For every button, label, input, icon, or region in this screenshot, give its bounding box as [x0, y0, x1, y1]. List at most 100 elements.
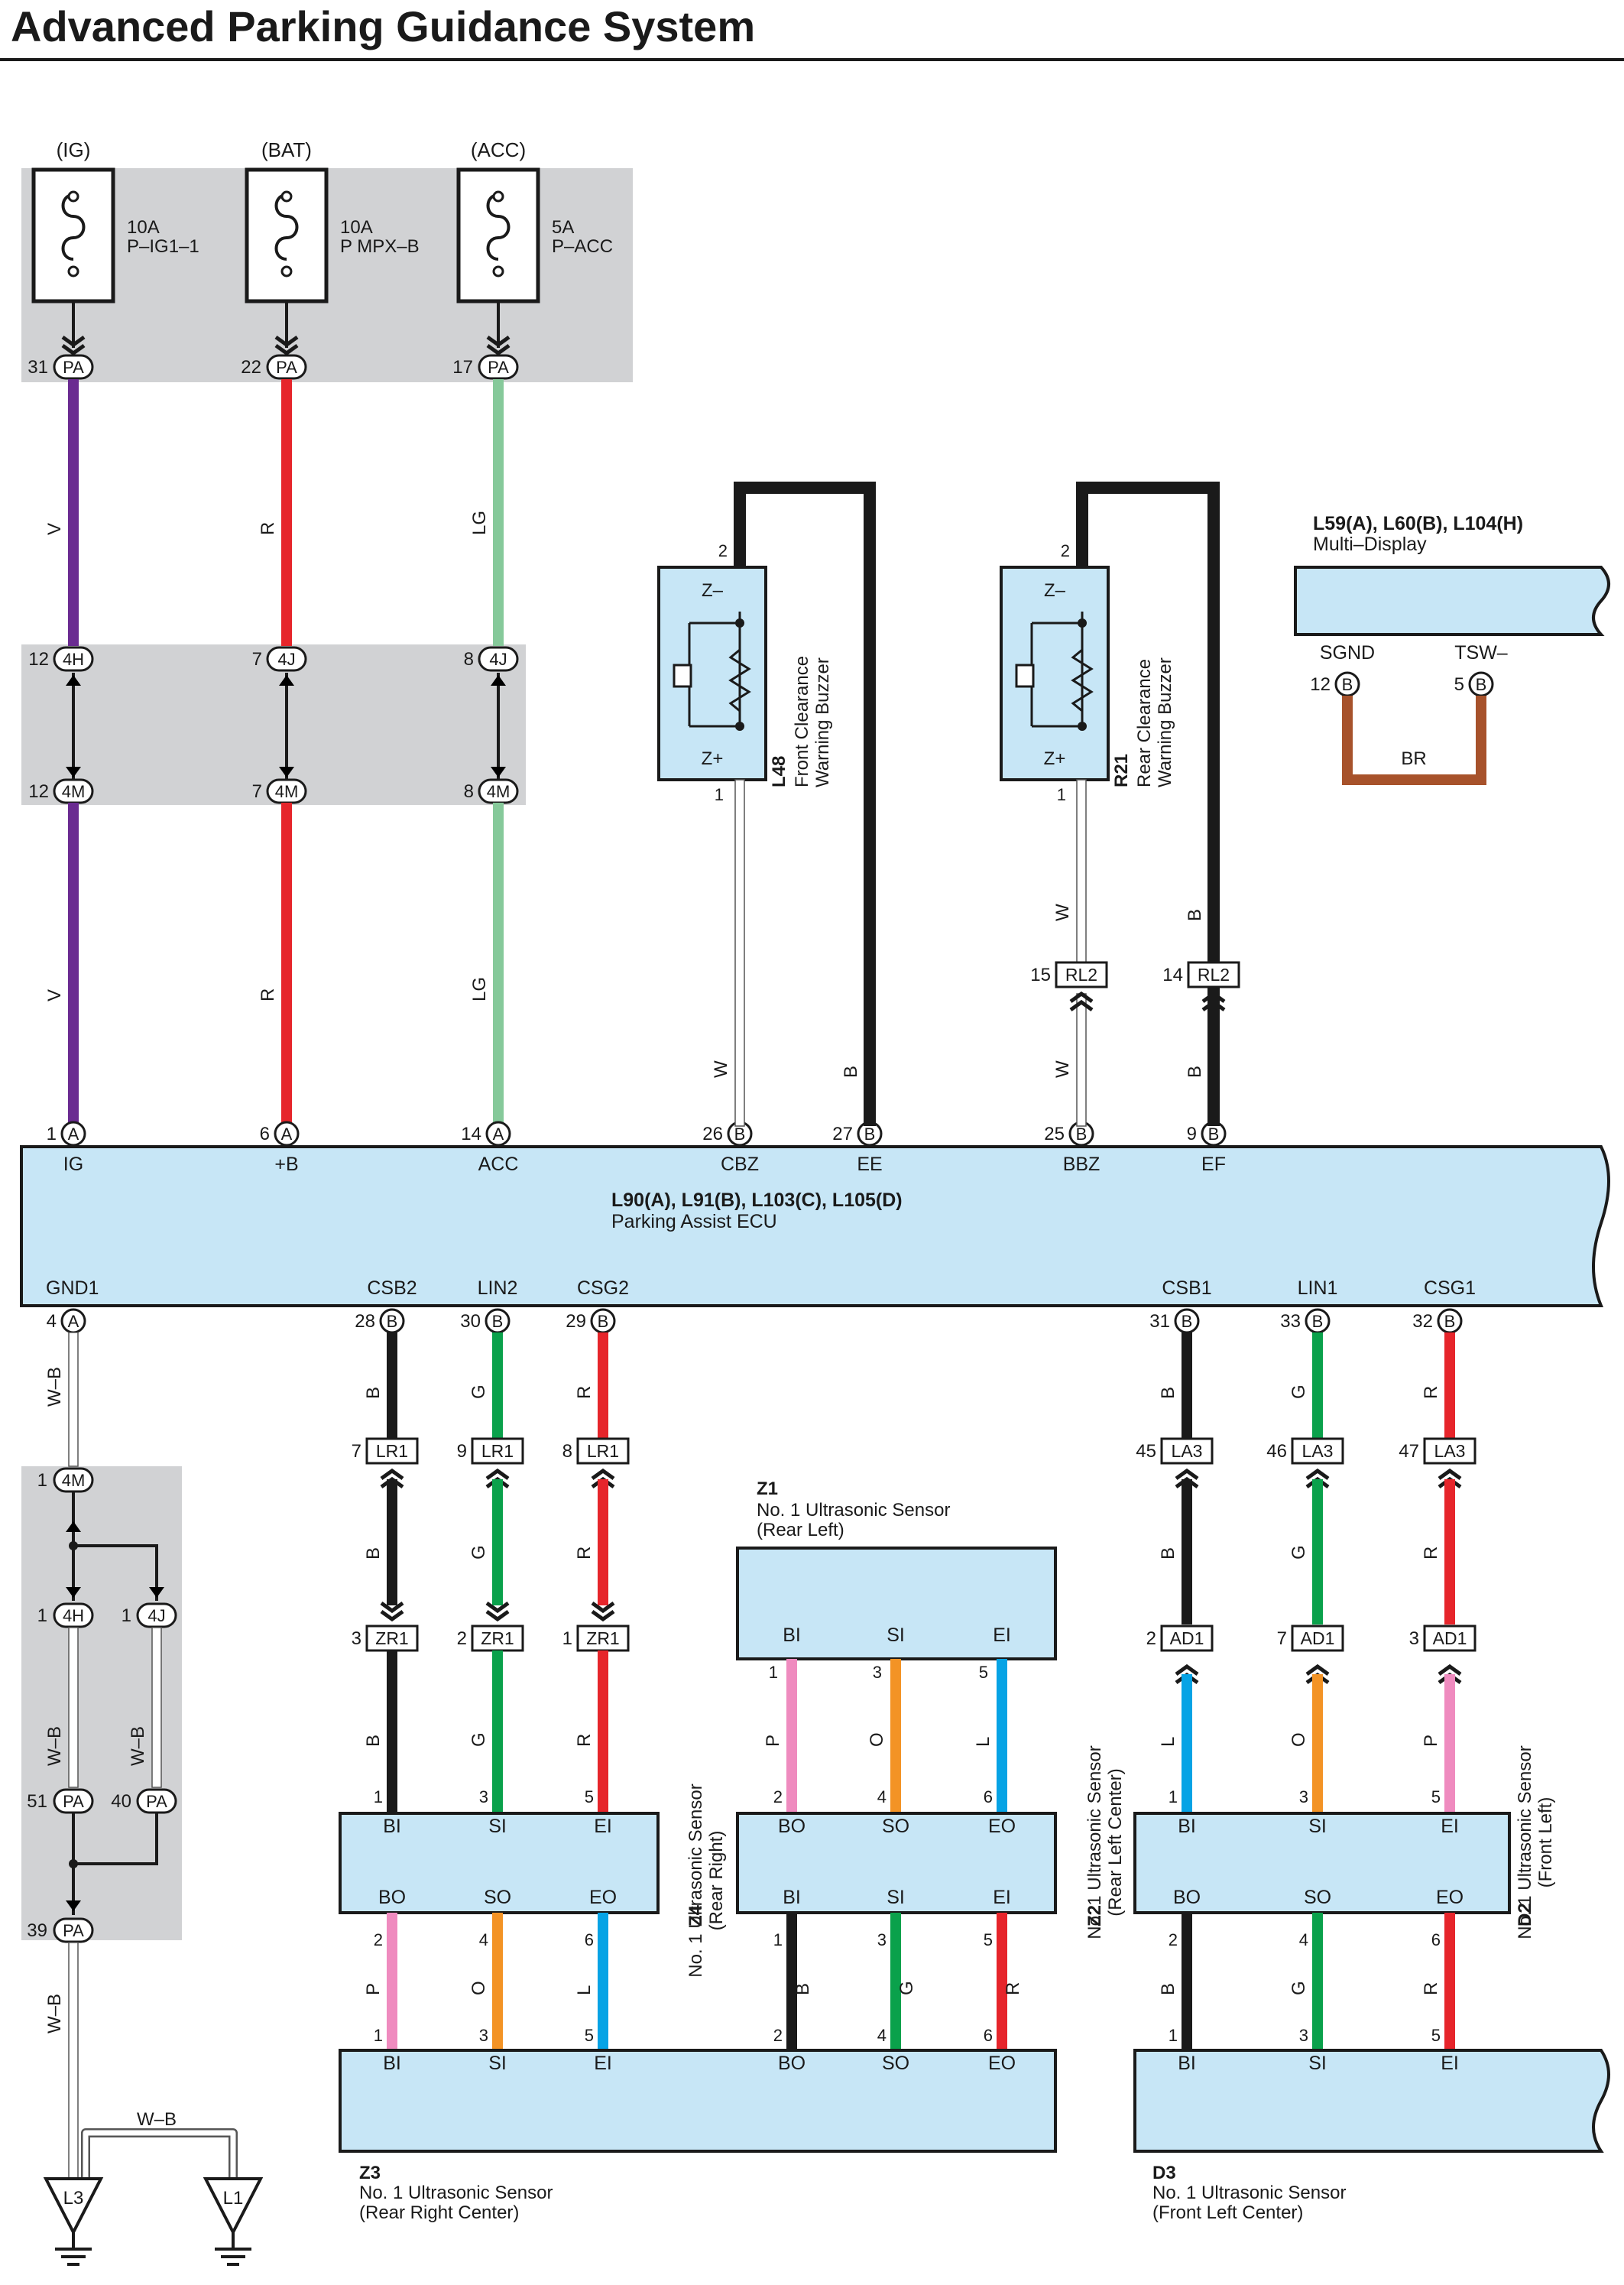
- ad1-pin-2: 3: [1409, 1628, 1419, 1649]
- ecu-top-pin-0: 1: [47, 1124, 57, 1144]
- rl2-arrow-1-1: [1201, 999, 1226, 1012]
- ecu-bottom-conn-1: B: [387, 1312, 398, 1331]
- buzzer_rear-loop-wire: [1076, 482, 1220, 1126]
- la3-conn-1: LA3: [1302, 1441, 1334, 1461]
- gnd-4j-ring: [136, 1602, 177, 1628]
- z3-box: [339, 2049, 1057, 2153]
- fuse-bottom-dot-2: [492, 265, 504, 278]
- z2-out-label-2: EI: [993, 1887, 1011, 1908]
- buzzer_rear-node-top: [1078, 618, 1087, 628]
- gnd-code-e: W–B: [137, 2109, 177, 2130]
- fuse-conn-1-ring: [266, 354, 307, 380]
- buzzer_front-crystal-icon: [673, 664, 692, 688]
- ecu-bottom-pin-1: 28: [355, 1311, 375, 1332]
- fuse-bottom-dot-1: [280, 265, 293, 278]
- fuse-arrow-2-1: [486, 335, 511, 348]
- d2-box: [1133, 1812, 1511, 1914]
- buzzer_front-zplus: Z+: [702, 748, 724, 769]
- la3-arrow-1-0: [1305, 1468, 1330, 1481]
- z4-in-label-0: BI: [383, 1816, 401, 1837]
- z1-bottom-pin-2: 6: [984, 1787, 993, 1806]
- ad1-conn-2-box: [1423, 1624, 1477, 1652]
- gnd-wire-e-core: [83, 2130, 236, 2179]
- z1-bottom-pin-1: 4: [877, 1787, 887, 1806]
- lr1-pin-0: 7: [352, 1441, 361, 1462]
- ecu-top-pin-4: 27: [832, 1124, 853, 1144]
- la3-arrow-0-0: [1175, 1468, 1199, 1481]
- buzzer_rear-bottom-pin: 1: [1057, 785, 1066, 804]
- rl2-code-down-0: W: [1052, 1060, 1073, 1078]
- gnd-4m-ring: [53, 1467, 94, 1493]
- jn-4j-pin-0: 12: [28, 649, 49, 670]
- fuse-rating-2: 5A: [552, 217, 574, 238]
- gnd-4h: 4H: [63, 1606, 84, 1625]
- z4-out-label-2: EO: [589, 1887, 617, 1908]
- lr1-code-b-0: B: [363, 1547, 384, 1560]
- la3-conn-2-box: [1423, 1437, 1477, 1465]
- d2-out-pin-2: 6: [1431, 1930, 1441, 1949]
- lr1-conn-0-box: [365, 1437, 419, 1465]
- z2-name2: (Rear Left Center): [1105, 1768, 1126, 1916]
- fuse-arrow-0-1: [61, 335, 86, 348]
- z3-label-0: BI: [383, 2053, 401, 2074]
- d2-out-pin-1: 4: [1299, 1930, 1308, 1949]
- fuse-name-0: P–IG1–1: [127, 236, 199, 257]
- br-loop-wire: [1342, 696, 1486, 785]
- rl2-conn-0-box: [1055, 961, 1108, 988]
- d2-in-label-0: BI: [1178, 1816, 1196, 1837]
- ground-point-0: L3: [63, 2188, 84, 2209]
- md-pin-1: 5: [1454, 674, 1464, 695]
- buzzer_rear-node-bot: [1078, 722, 1087, 731]
- fuse-conn-0-ring: [53, 354, 94, 380]
- fuse-pin-2: 17: [452, 357, 473, 378]
- gnd-4m-pin: 1: [37, 1470, 47, 1491]
- rl2-pin-1: 14: [1162, 965, 1183, 985]
- buzzer_front-id: L48: [769, 756, 789, 787]
- z1-code-1: O: [867, 1732, 887, 1747]
- top-wire-code-b-1: R: [258, 988, 278, 1001]
- rl2-arrow-0-1: [1069, 999, 1094, 1012]
- junction-shade: [21, 644, 526, 805]
- gnd-pa51-pin: 51: [27, 1791, 47, 1812]
- d2-name: No. 1 Ultrasonic Sensor: [1515, 1745, 1535, 1939]
- gnd-node: [69, 1541, 78, 1550]
- multi-display-box: [1294, 566, 1610, 636]
- lr1-conn-1-box: [471, 1437, 524, 1465]
- z2-box: [736, 1812, 1057, 1914]
- fuse-icon-1: [274, 193, 299, 261]
- z1-label-2: EI: [993, 1624, 1011, 1646]
- rl2-code-down-1: B: [1185, 1066, 1205, 1078]
- ecu-bottom-conn-4: B: [1182, 1312, 1193, 1331]
- gnd-code-b: W–B: [44, 1726, 65, 1766]
- d3-label-2: EI: [1441, 2053, 1459, 2074]
- ad1-pin-1: 7: [1277, 1628, 1287, 1649]
- z4-in-label-2: EI: [594, 1816, 612, 1837]
- ecu-top-label-6: EF: [1201, 1154, 1226, 1175]
- fuse-top-dot-2: [492, 190, 504, 203]
- z3-pin-3: 2: [773, 2026, 783, 2045]
- d2-in-pin-0: 1: [1169, 1787, 1178, 1806]
- zr1-conn-0: ZR1: [375, 1628, 408, 1648]
- ecu-top-conn-0: A: [68, 1125, 79, 1144]
- la3-pin-0: 45: [1136, 1441, 1156, 1462]
- lr1-conn-2-box: [576, 1437, 630, 1465]
- z2-in-label-1: SO: [882, 1816, 909, 1837]
- ecu-bottom-label-0: GND1: [46, 1277, 99, 1299]
- fuse-box-2: [456, 167, 540, 303]
- ecu-bottom-label-4: CSB1: [1162, 1277, 1211, 1299]
- buzzer_front-zminus: Z–: [702, 580, 724, 601]
- ad1-conn-0-box: [1160, 1624, 1214, 1652]
- lr1-code-a-0: B: [363, 1387, 384, 1399]
- top-wire-code-a-1: R: [258, 522, 278, 535]
- z3-pin-2: 5: [585, 2026, 594, 2045]
- top-wire-code-b-2: LG: [469, 977, 490, 1001]
- zr1-pin-1: 2: [457, 1628, 467, 1649]
- ecu-bottom-pin-0: 4: [47, 1311, 57, 1332]
- gnd-4j: 4J: [147, 1606, 165, 1625]
- d2-in-pin-2: 5: [1431, 1787, 1441, 1806]
- la3-conn-2: LA3: [1434, 1441, 1466, 1461]
- lr1-code-a-2: R: [574, 1386, 595, 1399]
- lr1-code-a-1: G: [468, 1384, 489, 1399]
- la3-code-b-1: G: [1289, 1545, 1309, 1560]
- z4-out-code-1: O: [468, 1981, 489, 1995]
